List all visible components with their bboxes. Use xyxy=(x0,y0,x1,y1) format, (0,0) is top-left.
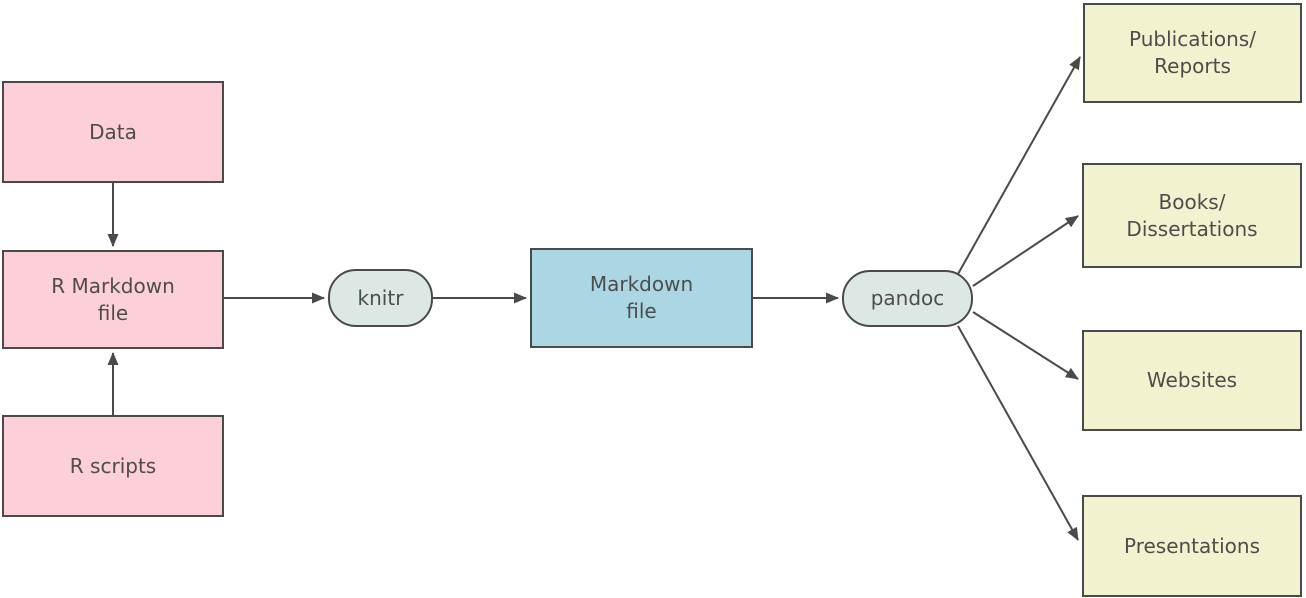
node-r-markdown-file-label-line2: file xyxy=(97,300,129,325)
node-knitr: knitr xyxy=(328,269,433,327)
node-data: Data xyxy=(2,81,224,183)
node-websites: Websites xyxy=(1082,330,1302,431)
node-markdown-file-label-line1: Markdown xyxy=(589,272,694,296)
node-r-markdown-file-label-line1: R Markdown xyxy=(51,273,175,298)
node-presentations-label: Presentations xyxy=(1123,533,1261,558)
node-markdown-file-label-line2: file xyxy=(626,299,657,323)
node-knitr-label: knitr xyxy=(357,285,404,310)
node-books-dissertations: Books/ Dissertations xyxy=(1082,163,1302,268)
node-markdown-file: Markdown file xyxy=(530,248,753,348)
edge-pandoc-to-books xyxy=(972,215,1079,287)
node-r-scripts-label: R scripts xyxy=(69,453,157,478)
node-r-markdown-file: R Markdown file xyxy=(2,250,224,349)
node-publications-reports-label-line2: Reports xyxy=(1154,54,1231,78)
node-pandoc-label: pandoc xyxy=(870,286,945,310)
node-data-label: Data xyxy=(89,119,137,144)
node-books-dissertations-label-line2: Dissertations xyxy=(1126,216,1258,241)
edge-pandoc-to-presentations xyxy=(957,325,1079,541)
node-r-scripts: R scripts xyxy=(2,415,224,517)
node-publications-reports: Publications/ Reports xyxy=(1083,3,1302,103)
node-books-dissertations-label-line1: Books/ xyxy=(1158,189,1226,214)
edge-pandoc-to-publications xyxy=(957,56,1081,275)
node-presentations: Presentations xyxy=(1082,495,1302,597)
node-pandoc: pandoc xyxy=(842,270,973,327)
node-publications-reports-label-line1: Publications/ xyxy=(1129,27,1256,51)
node-websites-label: Websites xyxy=(1146,368,1238,392)
edge-pandoc-to-websites xyxy=(972,311,1079,380)
